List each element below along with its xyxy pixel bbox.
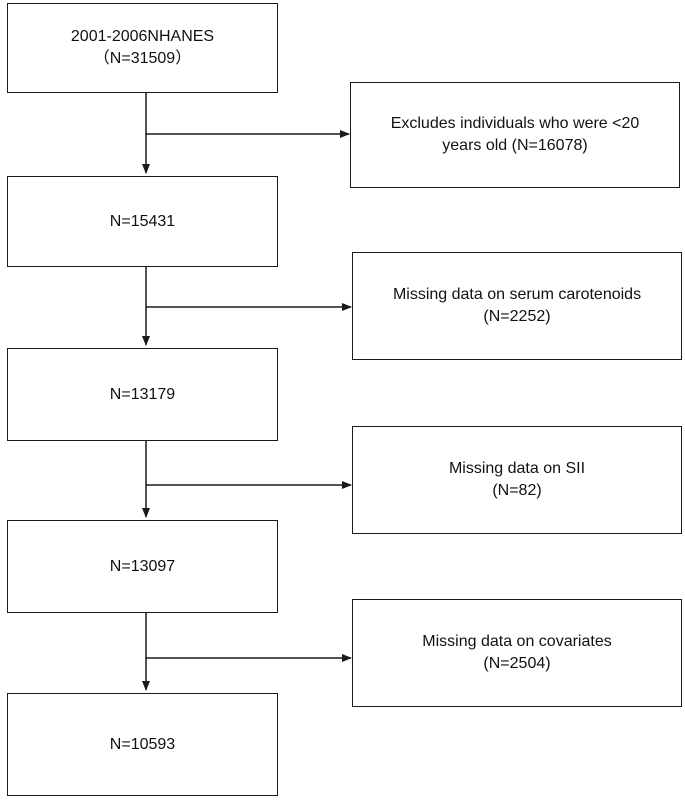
cohort-box-final-count: N=10593 [109, 735, 176, 753]
exclusion-box-age: Excludes individuals who were <20 years … [350, 82, 680, 188]
exclusion-box-age-line2: years old (N=16078) [442, 137, 588, 154]
exclusion-box-covariates-line2: (N=2504) [483, 655, 551, 672]
cohort-box-carotenoids-count: N=13179 [109, 385, 176, 403]
exclusion-box-covariates-line1: Missing data on covariates [422, 633, 612, 650]
exclusion-box-carotenoids: Missing data on serum carotenoids (N=225… [352, 252, 682, 360]
cohort-box-final: N=10593 [7, 693, 278, 796]
cohort-box-adults: N=15431 [7, 176, 278, 267]
cohort-box-nhanes-count: （N=31509） [93, 50, 192, 67]
cohort-box-nhanes-title: 2001-2006NHANES [70, 28, 215, 45]
cohort-box-adults-count: N=15431 [109, 212, 176, 230]
exclusion-box-carotenoids-line2: (N=2252) [483, 308, 551, 325]
exclusion-box-covariates: Missing data on covariates (N=2504) [352, 599, 682, 707]
exclusion-box-sii-line2: (N=82) [492, 482, 542, 499]
cohort-box-carotenoids: N=13179 [7, 348, 278, 441]
exclusion-box-age-line1: Excludes individuals who were <20 [390, 115, 640, 132]
exclusion-box-sii-line1: Missing data on SII [448, 460, 586, 477]
cohort-box-nhanes: 2001-2006NHANES （N=31509） [7, 3, 278, 93]
cohort-box-sii-count: N=13097 [109, 557, 176, 575]
cohort-box-sii: N=13097 [7, 520, 278, 613]
exclusion-box-carotenoids-line1: Missing data on serum carotenoids [392, 286, 642, 303]
exclusion-box-sii: Missing data on SII (N=82) [352, 426, 682, 534]
